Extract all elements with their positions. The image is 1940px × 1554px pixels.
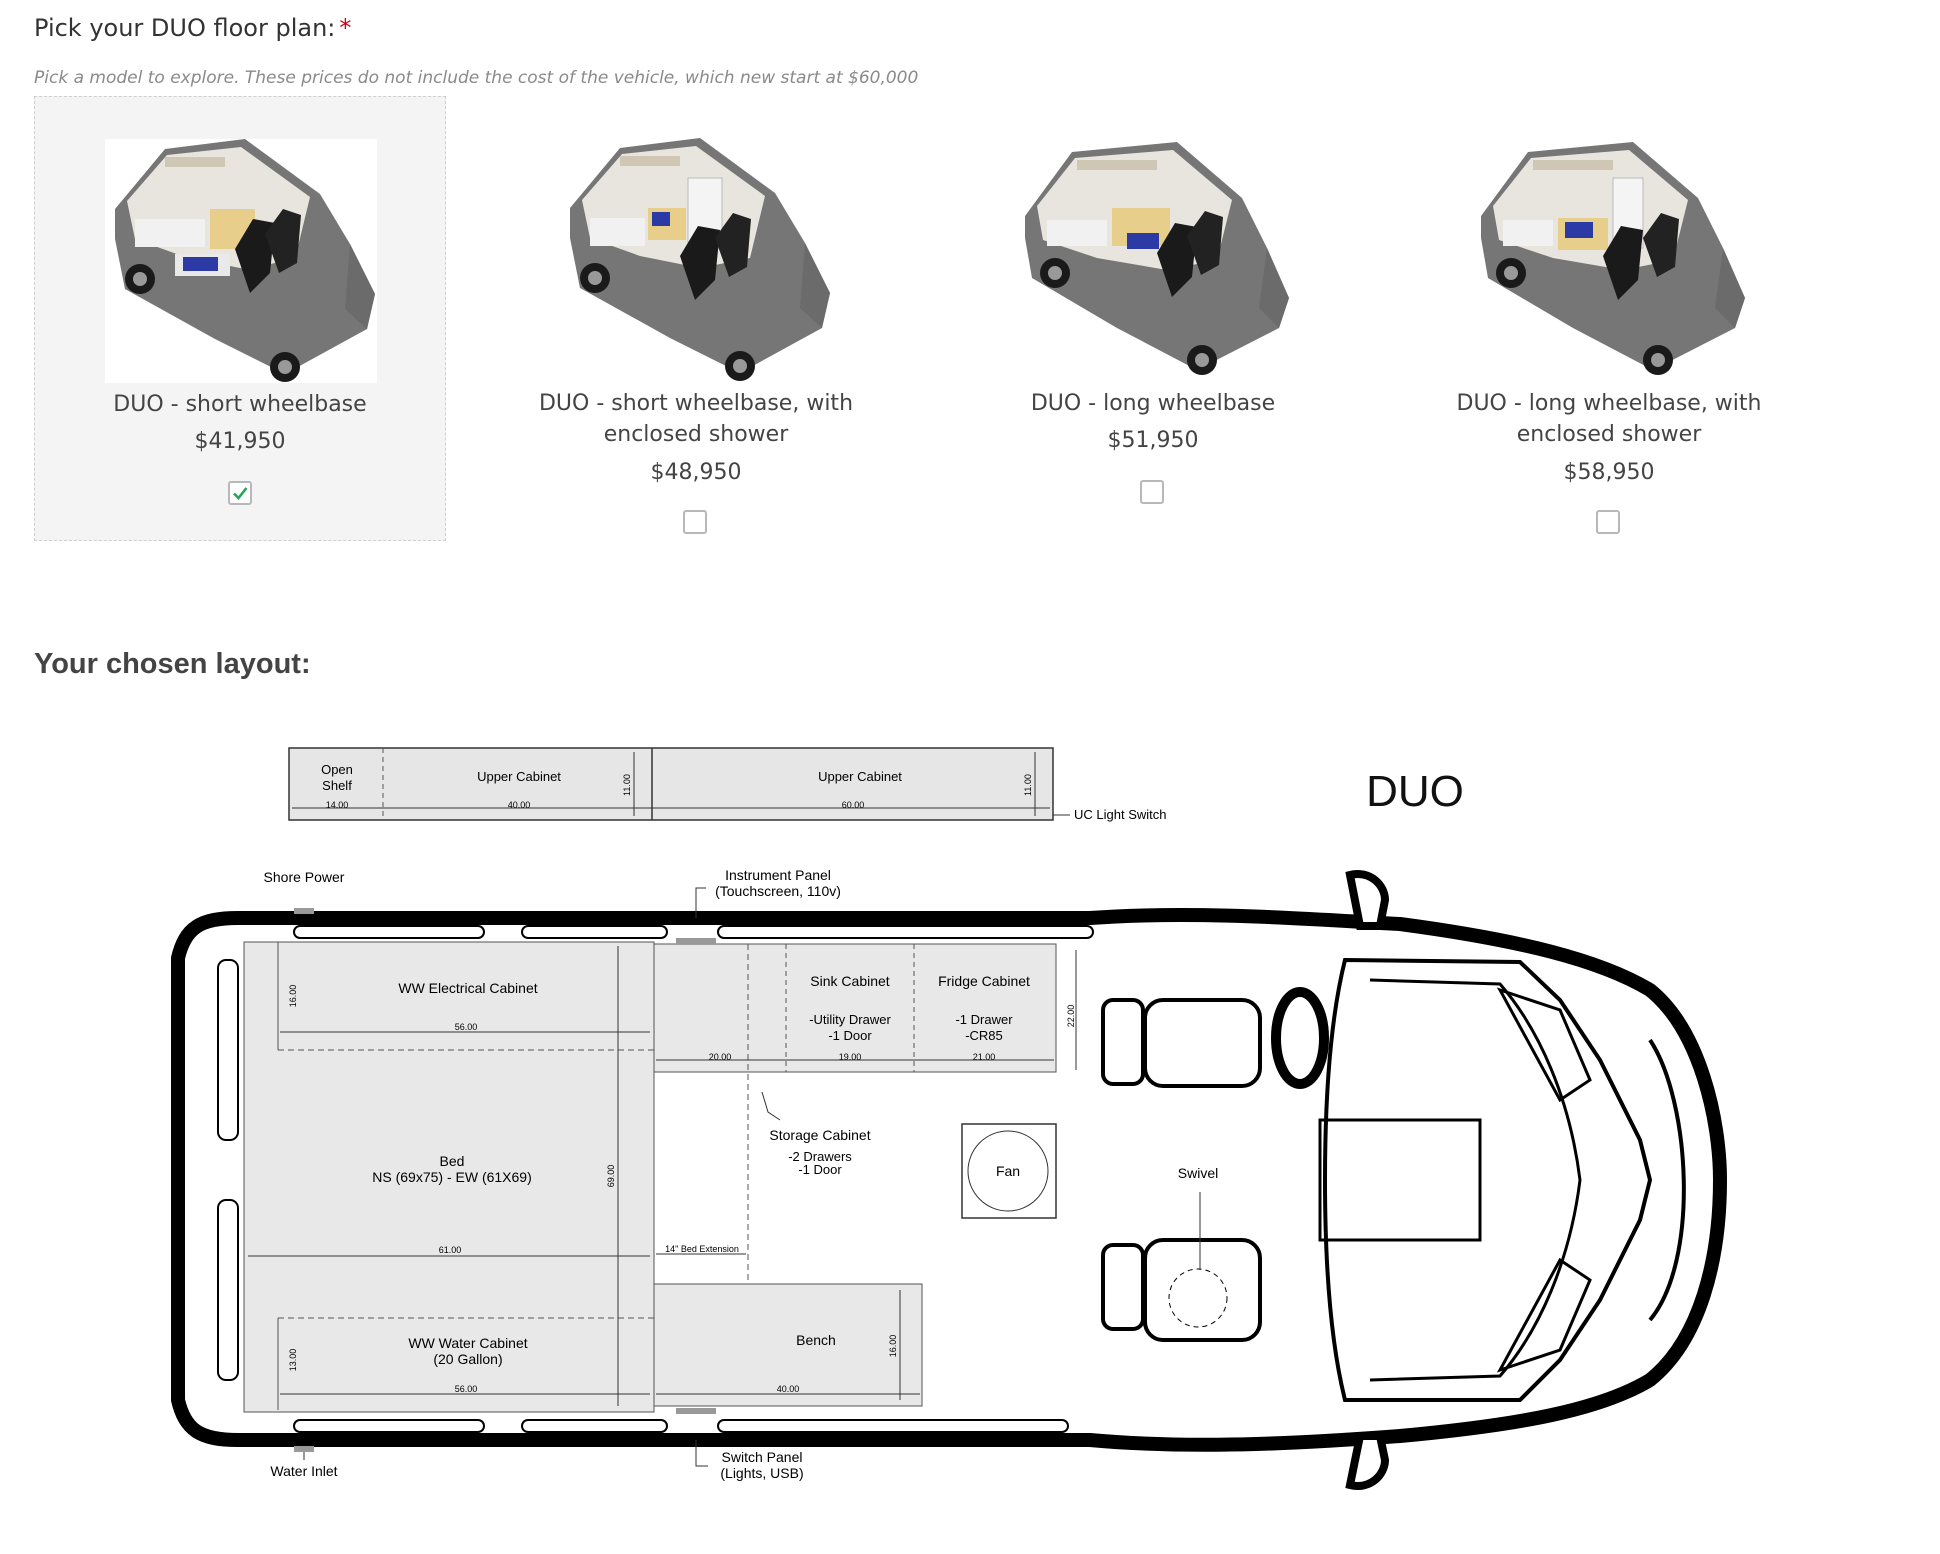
option-name: DUO - short wheelbase [113,392,367,417]
floorplan-drawing: Open Shelf 14.00 Upper Cabinet 40.00 11.… [0,700,1940,1500]
galley-dim-1: 20.00 [709,1052,732,1062]
sink-cabinet-sub1: -Utility Drawer [809,1012,891,1027]
switch-panel-sub: (Lights, USB) [720,1465,803,1481]
swivel-label: Swivel [1178,1165,1218,1181]
sink-cabinet-label: Sink Cabinet [810,973,889,989]
fan-label: Fan [996,1163,1020,1179]
option-duo-long-wheelbase-shower[interactable]: DUO - long wheelbase, with enclosed show… [1403,96,1815,541]
van-render-image [1025,142,1289,375]
floorplan-options: DUO - short wheelbase $41,950 DUO - shor… [34,96,1864,541]
bench: Bench 40.00 16.00 [653,1283,923,1407]
bed-extension-label: 14" Bed Extension [665,1244,739,1254]
bed-width: 61.00 [439,1245,462,1255]
sink-cabinet-dim: 19.00 [839,1052,862,1062]
fridge-cabinet-dim: 21.00 [973,1052,996,1062]
option-price: $58,950 [1563,460,1655,485]
galley-depth: 22.00 [1066,1005,1076,1028]
option-checkbox-checked[interactable] [228,481,252,505]
water-cabinet-height: 13.00 [288,1349,298,1372]
shore-power-label: Shore Power [264,869,345,885]
rear-area: WW Electrical Cabinet 56.00 16.00 Bed NS… [243,941,655,1413]
uc-light-switch-label: UC Light Switch [1074,807,1166,822]
option-price: $51,950 [1107,428,1199,453]
question-label-text: Pick your DUO floor plan: [34,14,336,42]
van-render-image [570,138,830,381]
shore-power-port [294,908,314,914]
fridge-cabinet-sub1: -1 Drawer [955,1012,1013,1027]
upper-cabinet-2-height: 11.00 [1023,774,1033,796]
option-name: DUO - long wheelbase [1030,391,1276,416]
open-shelf-label-line2: Shelf [322,778,352,793]
bed-label: Bed [440,1153,465,1169]
bench-height: 16.00 [888,1335,898,1358]
water-cabinet-width: 56.00 [455,1384,478,1394]
option-duo-short-wheelbase[interactable]: DUO - short wheelbase $41,950 [34,96,446,541]
option-duo-short-wheelbase-shower[interactable]: DUO - short wheelbase, with enclosed sho… [490,96,902,541]
instrument-panel-marker [676,938,716,944]
upper-cabinet-1-height: 11.00 [622,774,632,796]
option-checkbox[interactable] [683,510,707,534]
storage-cabinet-sub1: -2 Drawers [788,1149,852,1164]
electrical-cabinet-label: WW Electrical Cabinet [398,980,537,996]
option-checkbox[interactable] [1596,510,1620,534]
water-inlet-port [294,1446,314,1452]
option-price: $48,950 [650,460,742,485]
bed-sizes: NS (69x75) - EW (61X69) [372,1169,532,1185]
question-description: Pick a model to explore. These prices do… [34,68,919,88]
fridge-cabinet-label: Fridge Cabinet [938,973,1030,989]
upper-cabinet-2-dim: 60.00 [842,800,865,810]
water-cabinet-sub: (20 Gallon) [433,1351,502,1367]
bench-width: 40.00 [777,1384,800,1394]
instrument-panel-sub: (Touchscreen, 110v) [715,883,841,899]
electrical-cabinet-height: 16.00 [288,985,298,1008]
fan: Fan [961,1123,1057,1219]
electrical-cabinet-width: 56.00 [455,1022,478,1032]
water-cabinet-label: WW Water Cabinet [408,1335,527,1351]
water-inlet-label: Water Inlet [270,1463,337,1479]
option-name: DUO - long wheelbase, with enclosed show… [1456,391,1762,447]
open-shelf-dim: 14.00 [326,800,349,810]
instrument-panel-label: Instrument Panel [725,867,831,883]
switch-panel-marker [676,1408,716,1414]
bench-label: Bench [796,1332,836,1348]
upper-cabinet-1-label: Upper Cabinet [477,769,561,784]
upper-cabinet-1-dim: 40.00 [508,800,531,810]
bed-height: 69.00 [606,1165,616,1188]
van-body-outline [171,870,1728,1490]
van-render-image [105,139,377,383]
layout-section-title: Your chosen layout: [34,648,311,680]
option-duo-long-wheelbase[interactable]: DUO - long wheelbase $51,950 [947,96,1359,541]
galley: 20.00 Sink Cabinet -Utility Drawer -1 Do… [653,943,1077,1380]
floorplan-title: DUO [1366,767,1464,816]
option-price: $41,950 [194,429,286,454]
upper-cabinet-strip: Open Shelf 14.00 Upper Cabinet 40.00 11.… [288,747,1166,822]
option-name: DUO - short wheelbase, with enclosed sho… [538,391,854,447]
floorplan-svg: Open Shelf 14.00 Upper Cabinet 40.00 11.… [171,747,1728,1490]
upper-cabinet-2-label: Upper Cabinet [818,769,902,784]
checkmark-icon [233,487,248,500]
van-render-image [1481,142,1745,375]
switch-panel-label: Switch Panel [722,1449,803,1465]
storage-cabinet-label: Storage Cabinet [769,1127,870,1143]
question-label: Pick your DUO floor plan:* [34,14,351,42]
option-checkbox[interactable] [1140,480,1164,504]
storage-cabinet-sub2: -1 Door [798,1162,842,1177]
sink-cabinet-sub2: -1 Door [828,1028,872,1043]
required-asterisk: * [339,14,352,42]
open-shelf-label: Open [321,762,353,777]
fridge-cabinet-sub2: -CR85 [965,1028,1003,1043]
